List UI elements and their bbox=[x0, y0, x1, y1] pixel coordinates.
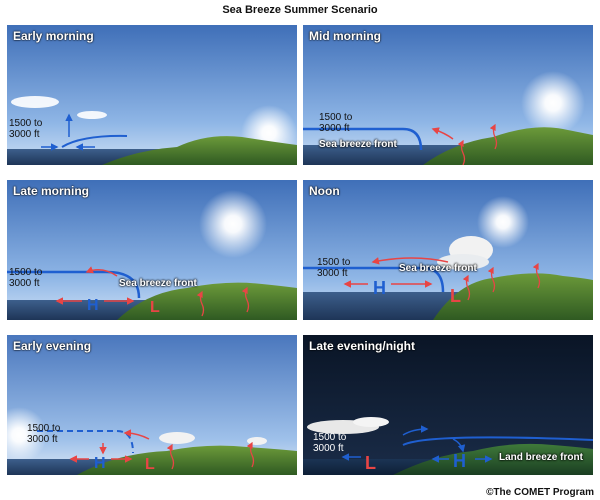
panel-label: Mid morning bbox=[309, 29, 381, 43]
panel-label: Early morning bbox=[13, 29, 94, 43]
panel-label: Late evening/night bbox=[309, 339, 416, 353]
panel-mid-morning-scene bbox=[303, 25, 593, 165]
panel-early-morning-scene bbox=[7, 25, 297, 165]
low-pressure-symbol: L bbox=[150, 299, 160, 316]
low-pressure-symbol: L bbox=[145, 456, 155, 473]
high-pressure-symbol: H bbox=[373, 278, 386, 298]
high-pressure-symbol: H bbox=[87, 297, 99, 314]
front-label: Sea breeze front bbox=[119, 278, 197, 289]
high-pressure-symbol: H bbox=[94, 455, 106, 472]
panel-label: Noon bbox=[309, 184, 340, 198]
front-label: Sea breeze front bbox=[319, 139, 397, 150]
panel-label: Early evening bbox=[13, 339, 92, 353]
panel-label: Late morning bbox=[13, 184, 90, 198]
front-label: Sea breeze front bbox=[399, 263, 477, 274]
high-pressure-symbol: H bbox=[453, 451, 466, 471]
low-pressure-symbol: L bbox=[365, 453, 376, 473]
panel-late-morning-scene: H L bbox=[7, 180, 297, 320]
diagram-title: Sea Breeze Summer Scenario bbox=[222, 4, 378, 16]
panel-early-evening-scene: H L bbox=[7, 335, 297, 475]
front-label: Land breeze front bbox=[499, 452, 583, 463]
panel-noon-scene: H L bbox=[303, 180, 593, 320]
panel-late-evening-night-scene: L H bbox=[303, 335, 593, 475]
low-pressure-symbol: L bbox=[450, 286, 461, 306]
credit-text: ©The COMET Program bbox=[486, 487, 594, 498]
